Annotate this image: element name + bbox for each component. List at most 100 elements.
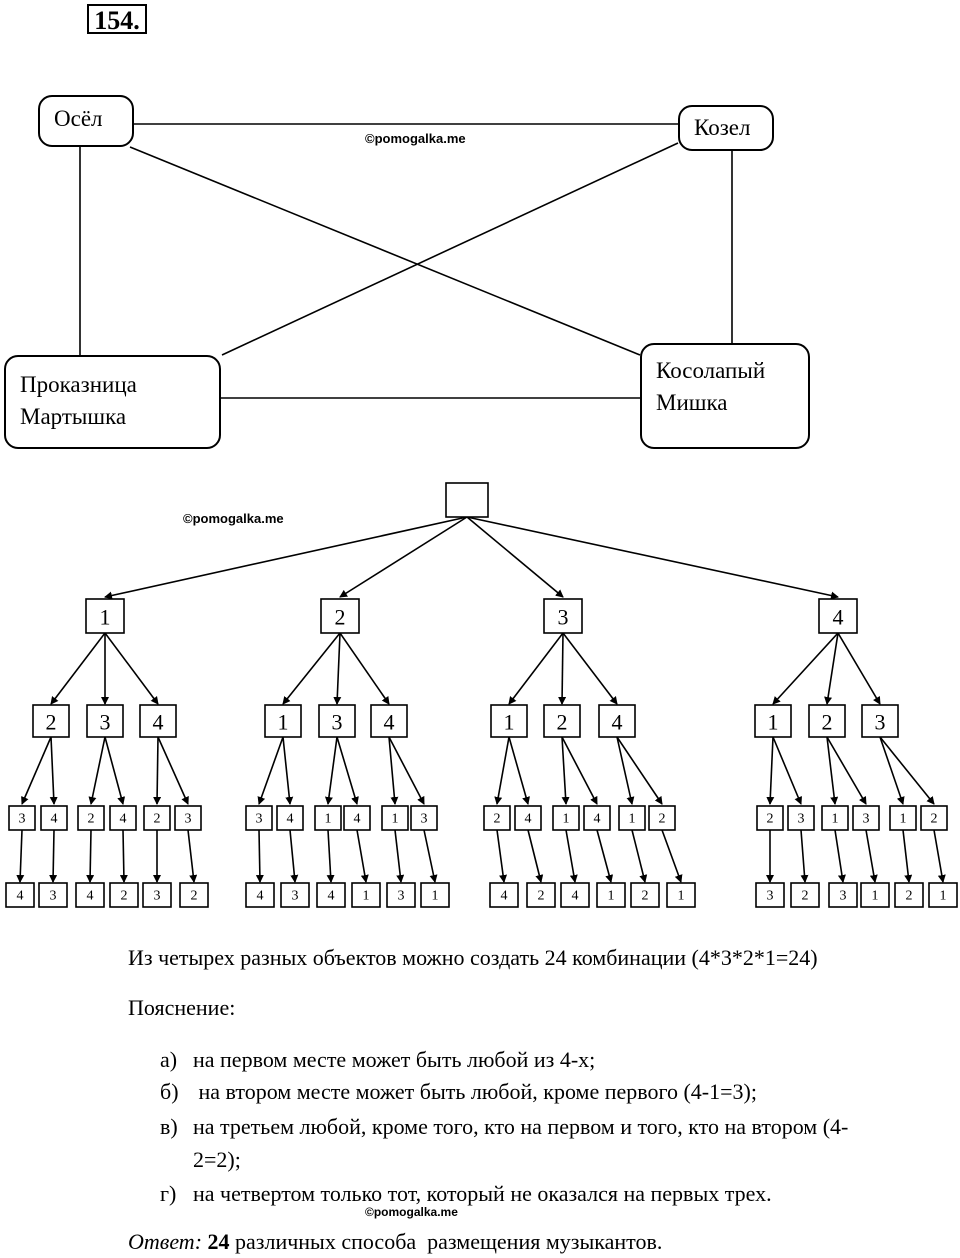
tree-level3-label: 1 xyxy=(900,812,907,827)
node-label-line: Мишка xyxy=(656,390,728,416)
tree-level3-label: 4 xyxy=(287,812,294,827)
graph-edges xyxy=(79,123,733,399)
graph-node-bear: Косолапый Мишка xyxy=(640,343,810,449)
tree-arrow xyxy=(49,829,58,883)
tree-level3-box xyxy=(787,805,815,831)
tree-level2-box xyxy=(370,704,408,738)
tree-level3-box xyxy=(410,805,438,831)
tree-level3-label: 1 xyxy=(563,812,570,827)
tree-level3-box xyxy=(852,805,880,831)
tree-leaf-box xyxy=(179,882,209,908)
tree-leaf-label: 1 xyxy=(363,889,370,904)
tree-level3-label: 3 xyxy=(256,812,263,827)
tree-leaf-box xyxy=(630,882,660,908)
tree-level2-label: 1 xyxy=(278,710,289,735)
tree-level3-label: 3 xyxy=(421,812,428,827)
node-label-line: Косолапый xyxy=(656,358,766,383)
tree-arrow xyxy=(324,736,338,805)
tree-leaf-label: 2 xyxy=(906,889,913,904)
tree-level3-box xyxy=(618,805,646,831)
tree-arrow xyxy=(616,736,635,805)
tree-level3-box xyxy=(109,805,137,831)
tree-level3-box xyxy=(514,805,542,831)
tree-level1-label: 3 xyxy=(558,605,569,630)
tree-arrow xyxy=(933,829,946,883)
tree-arrow xyxy=(834,829,846,883)
tree-level3-box xyxy=(583,805,611,831)
tree-leaf-box xyxy=(109,882,139,908)
tree-level3-box xyxy=(756,805,784,831)
tree-leaf-box xyxy=(560,882,590,908)
tree-arrow xyxy=(50,632,106,705)
tree-leaf-box xyxy=(351,882,381,908)
tree-leaf-label: 3 xyxy=(154,889,161,904)
tree-arrow xyxy=(527,829,544,883)
tree-arrow xyxy=(49,736,58,805)
tree-level2-box xyxy=(318,704,356,738)
tree-arrow xyxy=(562,632,618,705)
tree-arrow xyxy=(826,736,839,805)
tree-level2-label: 3 xyxy=(100,710,111,735)
tree-arrow xyxy=(826,736,867,805)
tree-level1-box xyxy=(543,598,583,634)
tree-level2-label: 2 xyxy=(822,710,833,735)
tree-arrow xyxy=(865,829,878,883)
tree-leaf-label: 3 xyxy=(292,889,299,904)
tree-level3-box xyxy=(552,805,580,831)
tree-level3-box xyxy=(245,805,273,831)
tree-arrow xyxy=(88,736,106,805)
tree-leaf-label: 1 xyxy=(940,889,947,904)
tree-arrow xyxy=(282,632,341,705)
tree-root-box xyxy=(445,482,489,518)
tree-level2-label: 2 xyxy=(557,710,568,735)
tree-leaf-label: 1 xyxy=(432,889,439,904)
watermark: ©pomogalka.me xyxy=(365,1205,458,1219)
tree-arrow xyxy=(104,736,126,805)
tree-level2-box xyxy=(490,704,528,738)
tree-leaf-label: 1 xyxy=(872,889,879,904)
tree-level2-label: 4 xyxy=(384,710,395,735)
tree-level3-label: 2 xyxy=(659,812,666,827)
tree-arrow xyxy=(356,829,369,883)
tree-level2-box xyxy=(861,704,899,738)
tree-level3-box xyxy=(381,805,409,831)
tree-level3-label: 3 xyxy=(863,812,870,827)
tree-level1-label: 2 xyxy=(335,605,346,630)
tree-level3-box xyxy=(40,805,68,831)
tree-level3-label: 4 xyxy=(51,812,58,827)
tree-leaf-box xyxy=(420,882,450,908)
tree-level2-box xyxy=(543,704,581,738)
tree-arrow xyxy=(394,829,405,883)
list-item-text-continuation: 2=2); xyxy=(193,1147,241,1172)
tree-level3-label: 2 xyxy=(494,812,501,827)
list-marker: г) xyxy=(160,1181,177,1206)
tree-leaf-label: 3 xyxy=(50,889,57,904)
tree-level3-box xyxy=(821,805,849,831)
tree-level3-label: 2 xyxy=(931,812,938,827)
watermark: ©pomogalka.me xyxy=(183,511,284,526)
list-item-text: на первом месте может быть любой из 4-х; xyxy=(193,1047,596,1072)
graph-edge xyxy=(129,146,641,356)
node-label-line: Проказница xyxy=(20,372,137,397)
tree-level3-box xyxy=(8,805,36,831)
tree-arrow xyxy=(824,632,839,705)
tree-level3-label: 2 xyxy=(154,812,161,827)
tree-level3-label: 4 xyxy=(594,812,601,827)
tree-arrow xyxy=(339,632,390,705)
tree-level2-label: 3 xyxy=(875,710,886,735)
permutation-tree: 1234433244242332213443314414133131244221… xyxy=(5,482,958,908)
conclusion-text: Из четырех разных объектов можно создать… xyxy=(128,945,818,970)
tree-leaf-box xyxy=(245,882,275,908)
tree-leaf-box xyxy=(596,882,626,908)
tree-level3-label: 3 xyxy=(19,812,26,827)
tree-arrow xyxy=(257,736,284,805)
node-label-line: Мартышка xyxy=(20,404,127,430)
tree-arrow xyxy=(902,829,913,883)
tree-arrow xyxy=(879,736,905,805)
graph-node-goat: Козел xyxy=(678,105,774,151)
tree-arrow xyxy=(187,829,198,883)
tree-leaf-label: 1 xyxy=(608,889,615,904)
tree-arrow xyxy=(21,736,52,805)
tree-level3-label: 1 xyxy=(325,812,332,827)
tree-arrow xyxy=(339,516,468,598)
